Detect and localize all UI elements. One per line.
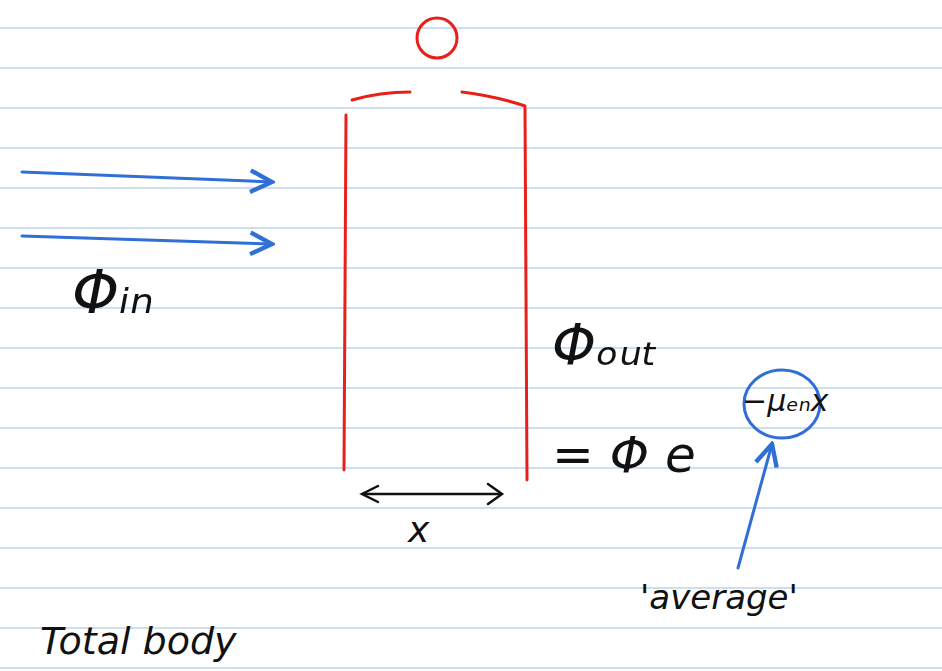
phi-in-label: Φᵢₙ <box>72 262 154 322</box>
phi-out-label: Φₒᵤₜ <box>552 318 658 374</box>
equation-label: = Φ e <box>552 430 696 480</box>
heading-label: Total body <box>40 622 237 660</box>
incoming-beam <box>22 172 272 244</box>
width-label: x <box>408 512 429 548</box>
note-label: 'average' <box>640 580 798 614</box>
width-arrow <box>362 484 502 504</box>
exponent-label: −μₑₙx <box>742 386 828 416</box>
person-figure <box>344 18 527 480</box>
